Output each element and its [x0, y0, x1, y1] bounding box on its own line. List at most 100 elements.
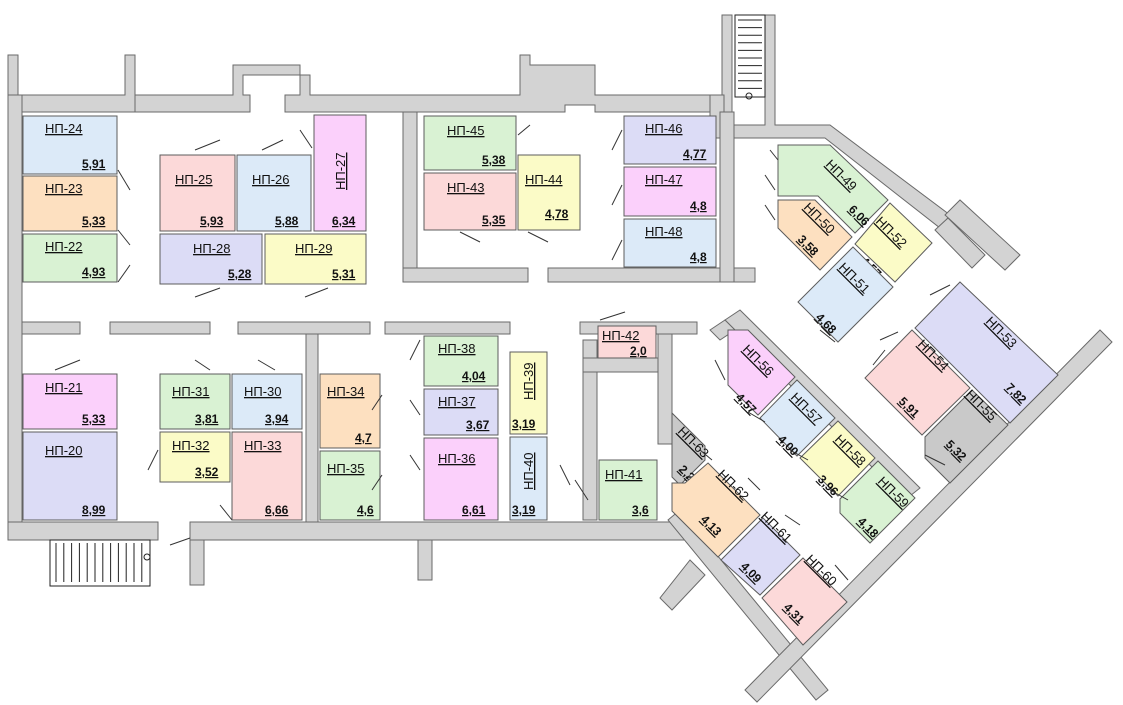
- room-np43-area: 5,35: [482, 213, 506, 227]
- room-np35-code: НП-35: [327, 461, 365, 476]
- bottom-pillar-2: [417, 539, 433, 581]
- room-np45-area: 5,38: [482, 153, 506, 167]
- room-np44-code: НП-44: [525, 172, 563, 187]
- room-np48-area: 4,8: [690, 250, 707, 264]
- room-np29[interactable]: НП-29 5,31: [264, 233, 367, 285]
- room-np30-area: 3,94: [265, 412, 289, 426]
- room-np26[interactable]: НП-26 5,88: [236, 154, 312, 232]
- outer-wall-bottom-2: [189, 521, 702, 541]
- wall-block-bottom-left: [402, 267, 529, 283]
- room-np47-area: 4,8: [690, 199, 707, 213]
- room-np42-code: НП-42: [602, 328, 640, 343]
- room-np21[interactable]: НП-21 5,33: [22, 373, 118, 430]
- room-np38[interactable]: НП-38 4,04: [423, 335, 499, 387]
- outer-wall-bottom: [7, 521, 159, 541]
- balcony-wall: [659, 559, 706, 611]
- wall-block-left: [402, 111, 418, 283]
- room-np20-code: НП-20: [45, 443, 83, 458]
- room-np31-code: НП-31: [172, 384, 210, 399]
- corridor-wall-3: [237, 321, 371, 335]
- room-np45[interactable]: НП-45 5,38: [423, 115, 517, 171]
- room-np34-code: НП-34: [327, 384, 365, 399]
- room-np30[interactable]: НП-30 3,94: [231, 373, 303, 430]
- room-np30-code: НП-30: [244, 384, 282, 399]
- room-np44-area: 4,78: [545, 207, 569, 221]
- room-np32[interactable]: НП-32 3,52: [159, 431, 231, 483]
- room-np49[interactable]: НП-49 6,06: [777, 144, 889, 234]
- room-np25-area: 5,93: [200, 214, 224, 228]
- stair-marker-bottom: [143, 553, 151, 561]
- room-np51[interactable]: НП-51 4,68: [797, 246, 894, 343]
- room-np28[interactable]: НП-28 5,28: [159, 233, 263, 285]
- room-np34[interactable]: НП-34 4,7: [319, 373, 381, 449]
- room-np27-code: НП-27: [333, 152, 348, 190]
- room-np47-code: НП-47: [645, 172, 683, 187]
- outer-wall-left: [7, 94, 23, 541]
- room-np22[interactable]: НП-22 4,93: [22, 233, 118, 283]
- room-np36[interactable]: НП-36 6,61: [423, 437, 499, 521]
- room-np39-code: НП-39: [521, 362, 536, 400]
- room-np24[interactable]: НП-24 5,91: [22, 115, 118, 175]
- room-np55[interactable]: НП-55 5,32: [924, 387, 1009, 484]
- room-np22-code: НП-22: [45, 239, 83, 254]
- room-np24-code: НП-24: [45, 121, 83, 136]
- room-np48[interactable]: НП-48 4,8: [623, 218, 717, 268]
- room-np27-area: 6,34: [332, 214, 356, 228]
- corridor-wall-1: [21, 321, 81, 335]
- room-np40-area: 3,19: [512, 503, 536, 517]
- room-np33-area: 6,66: [265, 503, 289, 517]
- room-np23-area: 5,33: [82, 214, 106, 228]
- room-np33[interactable]: НП-33 6,66: [231, 431, 303, 521]
- room-np39-area: 3,19: [512, 417, 536, 431]
- room-np20[interactable]: НП-20 8,99: [22, 431, 118, 521]
- room-np53[interactable]: НП-53 7,82: [914, 281, 1059, 424]
- room-np39[interactable]: НП-39 3,19: [509, 351, 548, 435]
- room-np32-code: НП-32: [172, 438, 210, 453]
- room-np37[interactable]: НП-37 3,67: [423, 388, 499, 436]
- room-np48-code: НП-48: [645, 224, 683, 239]
- room-np35[interactable]: НП-35 4,6: [319, 450, 381, 521]
- room-np42[interactable]: НП-42 2,0: [597, 325, 657, 359]
- room-np46[interactable]: НП-46 4,77: [623, 115, 717, 165]
- room-np52[interactable]: НП-52 4,57: [854, 202, 933, 283]
- room-np26-code: НП-26: [252, 172, 290, 187]
- room-np43[interactable]: НП-43 5,35: [423, 172, 517, 231]
- room-np22-area: 4,93: [82, 265, 106, 279]
- wall-block-bottom-right: [547, 267, 756, 283]
- room-np40[interactable]: НП-40 3,19: [509, 436, 548, 521]
- stairs-top: [734, 14, 766, 100]
- corridor-wall-4: [384, 321, 511, 335]
- room-np23[interactable]: НП-23 5,33: [22, 175, 118, 232]
- room-np44[interactable]: НП-44 4,78: [517, 154, 581, 231]
- room-np45-code: НП-45: [447, 123, 485, 138]
- stair-box-top: [734, 14, 766, 98]
- wall-right-upper: [719, 111, 735, 283]
- outer-wall-top-right: [284, 54, 721, 113]
- room-np34-area: 4,7: [355, 431, 372, 445]
- room-np59[interactable]: НП-59 4,18: [839, 460, 916, 544]
- room-np37-area: 3,67: [466, 418, 490, 432]
- outer-wall-top: [7, 54, 136, 113]
- room-np42-area: 2,0: [630, 344, 647, 358]
- room-np33-code: НП-33: [244, 438, 282, 453]
- outer-wall-top-mid: [134, 64, 301, 113]
- room-np31[interactable]: НП-31 3,81: [159, 373, 231, 430]
- room-np23-code: НП-23: [45, 181, 83, 196]
- room-np27[interactable]: НП-27 6,34: [313, 114, 367, 232]
- room-np28-code: НП-28: [193, 241, 231, 256]
- room-np46-code: НП-46: [645, 121, 683, 136]
- wall-lower-vert: [305, 333, 319, 523]
- room-np25[interactable]: НП-25 5,93: [159, 154, 236, 232]
- room-np40-code: НП-40: [521, 452, 536, 490]
- room-np36-area: 6,61: [462, 503, 486, 517]
- door-swings: [54, 124, 951, 581]
- room-np41-area: 3,6: [632, 503, 649, 517]
- room-np26-area: 5,88: [275, 214, 299, 228]
- room-np47[interactable]: НП-47 4,8: [623, 166, 717, 217]
- bottom-pillar-1: [189, 539, 205, 586]
- stair-marker-top: [745, 92, 753, 100]
- room-np56[interactable]: НП-56 4,57: [727, 329, 796, 417]
- room-np25-code: НП-25: [175, 172, 213, 187]
- room-np41[interactable]: НП-41 3,6: [598, 459, 658, 521]
